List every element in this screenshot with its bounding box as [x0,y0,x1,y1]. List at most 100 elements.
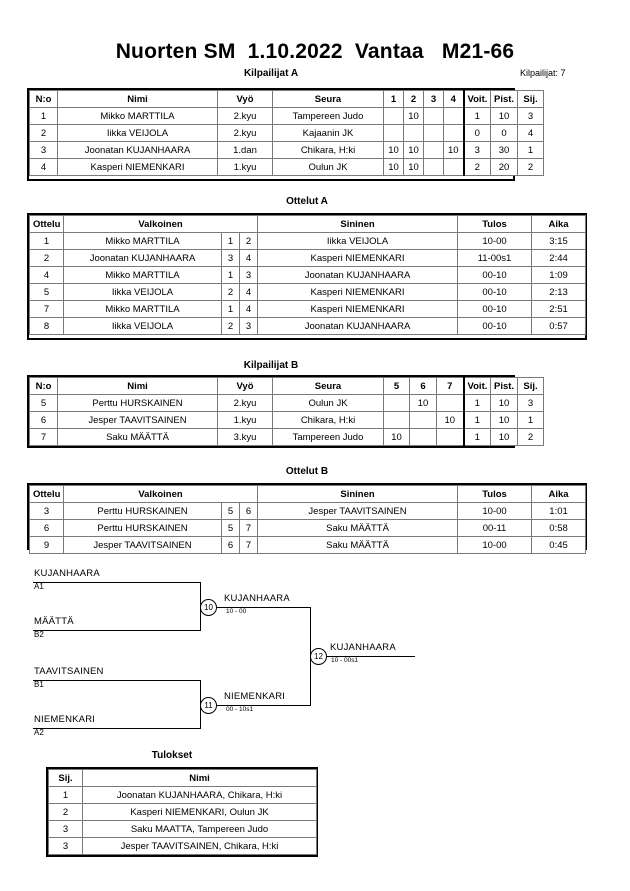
matches-b-table: Ottelu Valkoinen Sininen Tulos Aika 3 Pe… [29,485,587,554]
cell-blue: Iikka VEIJOLA [257,232,459,250]
cell-match-no: 4 [29,266,64,284]
cell-blue-no: 4 [238,283,259,301]
cell-white-no: 3 [221,249,240,267]
matches-b-header-row: Ottelu Valkoinen Sininen Tulos Aika [29,485,587,503]
pool-a-table: N:o Nimi Vyö Seura 1 2 3 4 Voit. Pist. S… [29,90,544,176]
col-belt: Vyö [217,90,273,108]
cell-white-no: 1 [221,232,240,250]
col-club: Seura [272,377,384,395]
col-opp-4: 4 [443,90,464,108]
cell-wins: 1 [462,394,491,412]
cell-opp-1 [383,107,404,125]
cell-blue: Joonatan KUJANHAARA [257,266,459,284]
cell-result: 00-10 [457,300,533,318]
cell-opp-4 [443,107,464,125]
cell-blue-no: 4 [238,249,259,267]
cell-rank: 2 [517,428,544,446]
cell-time: 2:13 [531,283,587,301]
cell-opp-4 [443,158,464,176]
cell-opp-4 [443,124,464,142]
cell-white: Mikko MARTTILA [63,266,222,284]
cell-points: 10 [490,428,518,446]
cell-blue-no: 6 [238,502,259,520]
cell-belt: 1.dan [217,141,273,159]
cell-points: 10 [490,394,518,412]
cell-opp-5 [383,411,410,429]
cell-belt: 1.kyu [217,158,273,176]
cell-result: 10-00 [457,232,533,250]
cell-belt: 1.kyu [217,411,273,429]
table-row: 1 Mikko MARTTILA 1 2 Iikka VEIJOLA 10-00… [29,232,587,250]
cell-time: 0:57 [531,317,587,335]
cell-blue: Saku MÄÄTTÄ [257,519,459,537]
cell-no: 4 [29,158,58,176]
cell-club: Chikara, H:ki [272,411,384,429]
col-wins: Voit. [462,90,491,108]
section-title-pool-a: Kilpailijat A [243,68,299,79]
bracket-final-score: 10 - 00s1 [331,657,359,664]
table-row: 9 Jesper TAAVITSAINEN 6 7 Saku MÄÄTTÄ 10… [29,536,587,554]
cell-opp-5 [383,394,410,412]
cell-result: 00-10 [457,266,533,284]
table-row: 2 Kasperi NIEMENKARI, Oulun JK [48,803,317,821]
cell-no: 7 [29,428,58,446]
results-header-row: Sij. Nimi [48,769,317,787]
table-row: 4 Kasperi NIEMENKARI 1.kyu Oulun JK 10 1… [29,158,544,176]
col-opp-1: 1 [383,90,404,108]
cell-name: Jesper TAAVITSAINEN [57,411,218,429]
cell-no: 2 [29,124,58,142]
cell-time: 3:15 [531,232,587,250]
col-wins: Voit. [462,377,491,395]
cell-blue: Joonatan KUJANHAARA [257,317,459,335]
cell-result: 10-00 [457,502,533,520]
entrant-count-label: Kilpailijat: 7 [520,68,566,78]
cell-opp-2: 10 [403,141,424,159]
cell-points: 10 [490,411,518,429]
col-match-no: Ottelu [29,485,64,503]
cell-opp-6 [409,428,437,446]
results-table: Sij. Nimi 1 Joonatan KUJANHAARA, Chikara… [48,769,317,855]
cell-white: Joonatan KUJANHAARA [63,249,222,267]
cell-blue-no: 2 [238,232,259,250]
cell-name: Perttu HURSKAINEN [57,394,218,412]
cell-white: Jesper TAAVITSAINEN [63,536,222,554]
col-opp-5: 5 [383,377,410,395]
cell-no: 5 [29,394,58,412]
cell-opp-1: 10 [383,158,404,176]
cell-opp-1 [383,124,404,142]
bracket-match-10-number: 10 [200,599,217,616]
col-rank: Sij. [48,769,83,787]
cell-white-no: 2 [221,283,240,301]
cell-white-no: 5 [221,519,240,537]
bracket-slot-bot1-seed: B1 [34,680,44,689]
bracket-slot-top1-seed: A1 [34,582,44,591]
cell-club: Oulun JK [272,394,384,412]
cell-white-no: 6 [221,536,240,554]
col-no: N:o [29,377,58,395]
bracket-semi-top-score: 10 - 00 [226,608,247,615]
cell-club: Kajaanin JK [272,124,384,142]
cell-name: Saku MÄÄTTÄ [57,428,218,446]
cell-match-no: 2 [29,249,64,267]
col-opp-6: 6 [409,377,437,395]
cell-blue: Kasperi NIEMENKARI [257,283,459,301]
cell-time: 1:01 [531,502,587,520]
bracket-line-bot1 [33,680,200,681]
cell-opp-4: 10 [443,141,464,159]
cell-rank: 3 [517,394,544,412]
table-row: 3 Jesper TAAVITSAINEN, Chikara, H:ki [48,837,317,855]
cell-opp-3 [423,141,444,159]
table-row: 3 Saku MAATTA, Tampereen Judo [48,820,317,838]
bracket-slot-bot2-seed: A2 [34,728,44,737]
cell-club: Chikara, H:ki [272,141,384,159]
pool-b-table: N:o Nimi Vyö Seura 5 6 7 Voit. Pist. Sij… [29,377,544,446]
cell-name: Iikka VEIJOLA [57,124,218,142]
cell-points: 20 [490,158,518,176]
cell-blue-no: 3 [238,317,259,335]
cell-rank: 3 [517,107,544,125]
cell-white: Mikko MARTTILA [63,232,222,250]
cell-time: 0:45 [531,536,587,554]
bracket-slot-top2-name: MÄÄTTÄ [34,616,74,627]
col-belt: Vyö [217,377,273,395]
bracket-line-top1 [33,582,200,583]
